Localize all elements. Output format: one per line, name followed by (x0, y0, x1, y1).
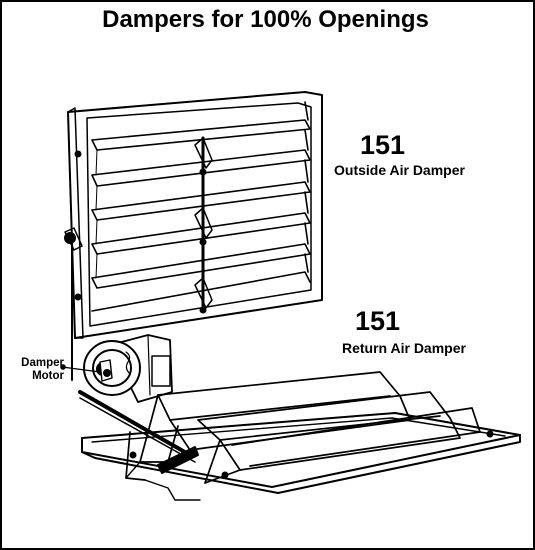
outside-damper-side-post (67, 107, 84, 339)
outside-damper-inner-frame (86, 102, 312, 327)
diagram-title: Dampers for 100% Openings (102, 6, 429, 33)
motor-label-line2: Motor (32, 370, 64, 382)
outside-damper-number: 151 (360, 130, 406, 160)
return-damper-frame-inner (91, 417, 506, 443)
return-damper-linkage (78, 390, 229, 479)
motor-leader-line (61, 366, 101, 373)
outside-damper-label: Outside Air Damper (334, 162, 465, 178)
outside-damper-linkage (194, 136, 213, 314)
motor-label-line1: Damper (21, 357, 64, 369)
return-damper-frame (81, 412, 521, 488)
outside-damper-frame (67, 91, 323, 339)
return-air-damper (81, 371, 521, 501)
damper-motor (83, 334, 173, 403)
outside-air-damper (64, 91, 323, 339)
return-damper-blades (125, 371, 481, 484)
outside-damper-blades (91, 101, 311, 312)
return-damper-label: Return Air Damper (342, 340, 466, 356)
motor-label: Damper Motor (6, 357, 64, 383)
return-damper-number: 151 (355, 306, 401, 336)
